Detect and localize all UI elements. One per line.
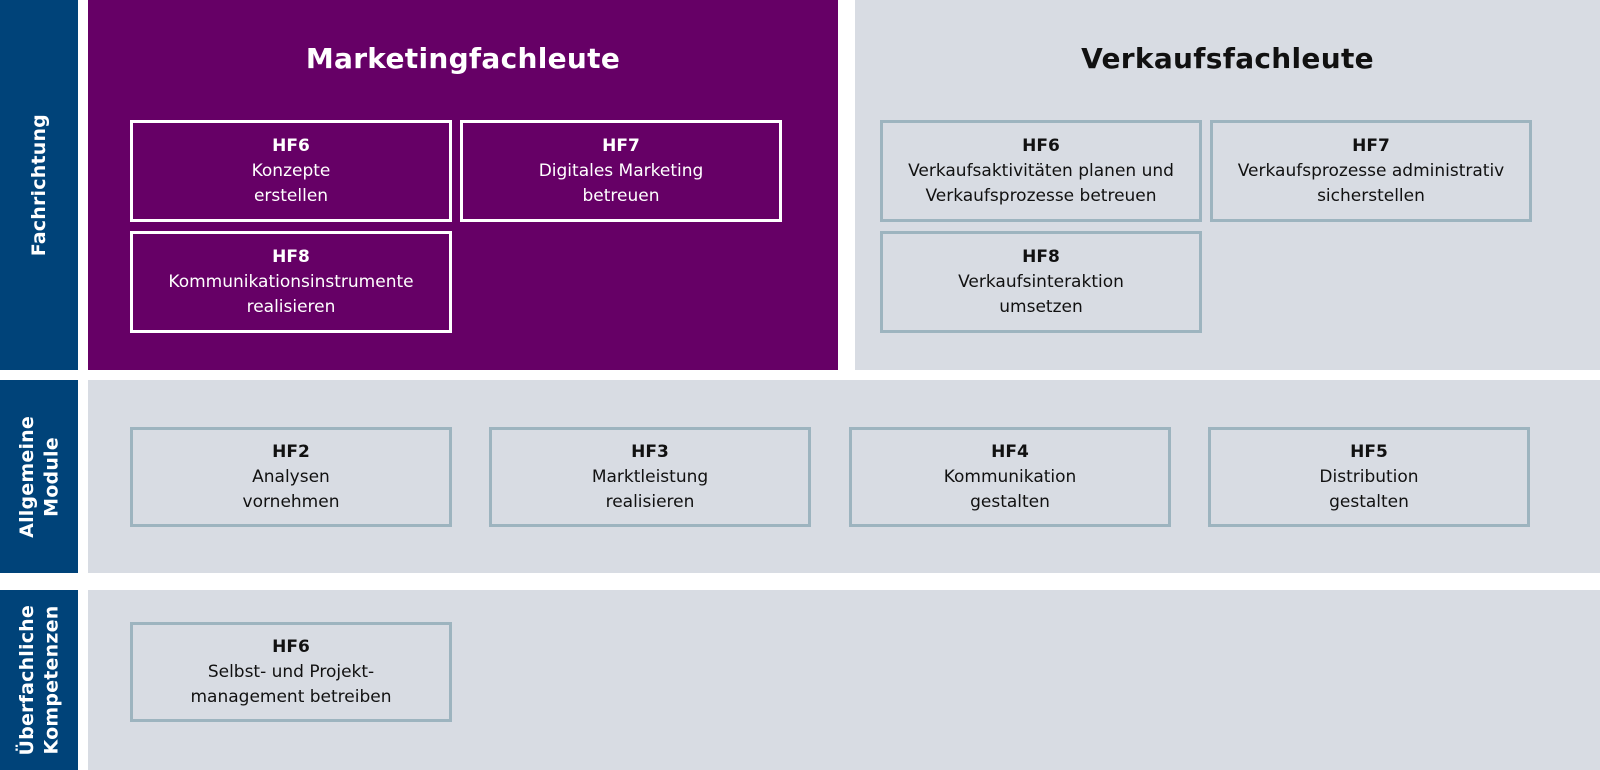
module-description: Distribution gestalten [1319, 467, 1419, 512]
module-box-marketing-hf7[interactable]: HF7 Digitales Marketing betreuen [460, 120, 782, 222]
module-code: HF6 [272, 135, 310, 156]
module-description: Analysen vornehmen [242, 467, 340, 512]
module-description: Marktleistung realisieren [591, 467, 709, 512]
panel-allgemeine-module: HF2 Analysen vornehmen HF3 Marktleistung… [88, 380, 1600, 573]
module-box-marketing-hf6[interactable]: HF6 Konzepte erstellen [130, 120, 452, 222]
module-box-verkauf-hf7[interactable]: HF7 Verkaufsprozesse administrativ siche… [1210, 120, 1532, 222]
rail-ueberfachliche-kompetenzen-label: Überfachliche Kompetenzen [15, 604, 62, 756]
module-box-allgemein-hf5[interactable]: HF5 Distribution gestalten [1208, 427, 1530, 527]
module-box-allgemein-hf3[interactable]: HF3 Marktleistung realisieren [489, 427, 811, 527]
module-code: HF5 [1350, 441, 1388, 462]
module-description: Verkaufsaktivitäten planen und Verkaufsp… [908, 161, 1174, 206]
rail-ueberfachliche-kompetenzen: Überfachliche Kompetenzen [0, 590, 78, 770]
module-description: Konzepte erstellen [251, 161, 331, 206]
module-description: Digitales Marketing betreuen [538, 161, 704, 206]
module-box-allgemein-hf4[interactable]: HF4 Kommunikation gestalten [849, 427, 1171, 527]
panel-ueberfachliche-kompetenzen: HF6 Selbst- und Projekt- management betr… [88, 590, 1600, 770]
module-code: HF6 [272, 636, 310, 657]
module-box-allgemein-hf2[interactable]: HF2 Analysen vornehmen [130, 427, 452, 527]
module-box-verkauf-hf8[interactable]: HF8 Verkaufsinteraktion umsetzen [880, 231, 1202, 333]
module-code: HF4 [991, 441, 1029, 462]
module-code: HF3 [631, 441, 669, 462]
module-description: Selbst- und Projekt- management betreibe… [190, 662, 392, 707]
module-description: Verkaufsinteraktion umsetzen [958, 272, 1124, 317]
module-description: Kommunikation gestalten [943, 467, 1077, 512]
rail-allgemeine-module-label: Allgemeine Module [15, 415, 62, 538]
module-code: HF7 [602, 135, 640, 156]
module-code: HF8 [272, 246, 310, 267]
module-box-marketing-hf8[interactable]: HF8 Kommunikationsinstrumente realisiere… [130, 231, 452, 333]
module-box-verkauf-hf6[interactable]: HF6 Verkaufsaktivitäten planen und Verka… [880, 120, 1202, 222]
rail-fachrichtung: Fachrichtung [0, 0, 78, 370]
module-code: HF7 [1352, 135, 1390, 156]
section-title-verkaufsfachleute: Verkaufsfachleute [1081, 42, 1374, 75]
rail-fachrichtung-label: Fachrichtung [27, 113, 50, 257]
module-code: HF8 [1022, 246, 1060, 267]
section-title-marketingfachleute: Marketingfachleute [305, 42, 621, 75]
module-description: Verkaufsprozesse administrativ sicherste… [1237, 161, 1505, 206]
module-code: HF2 [272, 441, 310, 462]
module-code: HF6 [1022, 135, 1060, 156]
panel-verkaufsfachleute: Verkaufsfachleute HF6 Verkaufsaktivitäte… [855, 0, 1600, 370]
module-description: Kommunikationsinstrumente realisieren [168, 272, 414, 317]
rail-allgemeine-module: Allgemeine Module [0, 380, 78, 573]
panel-marketingfachleute: Marketingfachleute HF6 Konzepte erstelle… [88, 0, 838, 370]
module-box-ueberfachlich-hf6[interactable]: HF6 Selbst- und Projekt- management betr… [130, 622, 452, 722]
